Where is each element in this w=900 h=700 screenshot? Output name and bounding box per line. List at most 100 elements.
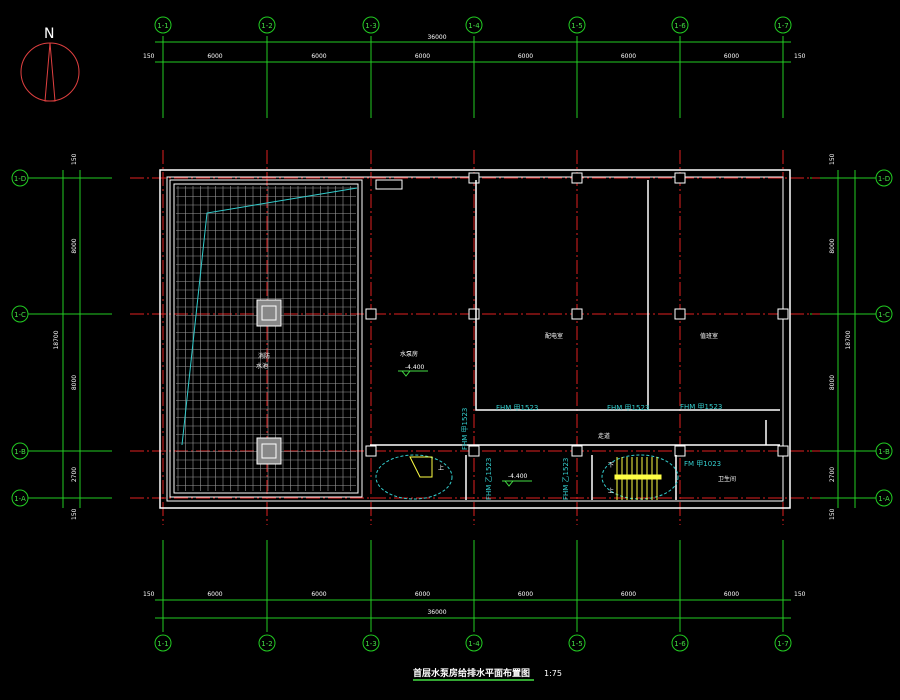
- dim-segment: 6000: [207, 591, 222, 598]
- door-label-3: FHM 甲1523: [680, 403, 722, 411]
- axis-bubble: [258, 16, 276, 34]
- axis-bubble: [875, 489, 893, 507]
- stair-down: 下: [608, 462, 614, 469]
- axis-bubble: [774, 634, 792, 652]
- axis-bubble: [362, 634, 380, 652]
- structural-column: [365, 308, 377, 320]
- structural-column: [571, 172, 583, 184]
- dim-end: 150: [794, 53, 806, 60]
- dim-segment: 8000: [829, 238, 836, 253]
- axis-bubble: [875, 305, 893, 323]
- elevation-2: -4.400: [508, 473, 528, 480]
- axis-label-1-4: 1-4: [468, 640, 480, 648]
- structural-column: [571, 445, 583, 457]
- title-block: 首层水泵房给排水平面布置图 1:75: [413, 667, 562, 681]
- dim-segment: 6000: [415, 53, 430, 60]
- axis-label-1-2: 1-2: [261, 22, 272, 30]
- axis-bubble: [11, 169, 29, 187]
- dim-end: 150: [143, 53, 155, 60]
- dim-total: 18700: [53, 330, 60, 349]
- dim-segment: 2700: [71, 467, 78, 482]
- structural-column: [468, 308, 480, 320]
- dim-segment: 6000: [724, 53, 739, 60]
- axis-bubble: [774, 16, 792, 34]
- room-labels: 消防 水池 水泵房 -4.400 配电室 值班室 走道 卫生间 -4.400 F…: [256, 332, 736, 500]
- dim-segment: 6000: [207, 53, 222, 60]
- axis-bubble: [568, 634, 586, 652]
- axis-label-1-D: 1-D: [14, 175, 26, 183]
- drawing-scale: 1:75: [544, 669, 562, 678]
- axis-label-1-B: 1-B: [14, 448, 26, 456]
- axis-label-1-5: 1-5: [571, 22, 582, 30]
- dim-segment: 6000: [415, 591, 430, 598]
- axis-bubble: [465, 16, 483, 34]
- north-label: N: [44, 26, 54, 42]
- pool-label-2: 水池: [256, 362, 268, 370]
- axis-bubble: [154, 634, 172, 652]
- structural-column: [777, 445, 789, 457]
- dim-segment: 6000: [621, 591, 636, 598]
- structural-column: [365, 445, 377, 457]
- axis-label-1-2: 1-2: [261, 640, 272, 648]
- structural-column: [468, 445, 480, 457]
- dim-end: 150: [794, 591, 806, 598]
- room-label-corridor: 走道: [598, 432, 610, 440]
- axis-bubble: [11, 442, 29, 460]
- door-label-1: FHM 甲1523: [496, 404, 538, 412]
- dim-end: 150: [829, 153, 836, 165]
- dim-segment: 2700: [829, 467, 836, 482]
- axis-label-1-C: 1-C: [14, 311, 26, 319]
- dim-segment: 6000: [518, 53, 533, 60]
- dim-end: 150: [829, 508, 836, 520]
- stair-up-1: 上: [438, 464, 444, 472]
- room-label-toilet: 卫生间: [718, 475, 736, 483]
- axis-label-1-D: 1-D: [878, 175, 890, 183]
- dim-segment: 6000: [311, 53, 326, 60]
- dim-end: 150: [71, 508, 78, 520]
- dim-segment: 6000: [311, 591, 326, 598]
- dim-segment: 8000: [71, 375, 78, 390]
- stair-up-2: 上: [608, 487, 614, 495]
- door-label-7: FM 甲1023: [684, 460, 721, 468]
- axis-bubble: [11, 489, 29, 507]
- axis-label-1-7: 1-7: [777, 640, 788, 648]
- structural-column: [674, 308, 686, 320]
- axis-label-1-C: 1-C: [878, 311, 890, 319]
- door-label-5: FHM 乙1523: [485, 458, 493, 500]
- axis-bubble: [11, 305, 29, 323]
- door-label-4: FHM 甲1523: [461, 408, 469, 450]
- dim-end: 150: [71, 153, 78, 165]
- structural-column: [674, 445, 686, 457]
- axis-bubble: [875, 169, 893, 187]
- elevation-1: -4.400: [405, 364, 425, 371]
- axis-label-1-4: 1-4: [468, 22, 480, 30]
- axis-label-1-3: 1-3: [365, 22, 376, 30]
- building-outline: [159, 169, 791, 509]
- axis-bubble: [568, 16, 586, 34]
- axis-label-1-A: 1-A: [878, 495, 890, 503]
- axis-bubble: [154, 16, 172, 34]
- axis-bubble: [671, 16, 689, 34]
- axis-bubble: [362, 16, 380, 34]
- drawing-title: 首层水泵房给排水平面布置图: [413, 667, 530, 679]
- dim-segment: 6000: [621, 53, 636, 60]
- axis-label-1-5: 1-5: [571, 640, 582, 648]
- axis-bubble: [465, 634, 483, 652]
- door-label-2: FHM 甲1523: [607, 404, 649, 412]
- structural-column: [674, 172, 686, 184]
- dim-total: 36000: [427, 609, 446, 616]
- structural-column: [571, 308, 583, 320]
- room-label-pump: 水泵房: [400, 350, 418, 358]
- axis-label-1-B: 1-B: [878, 448, 890, 456]
- structural-column: [468, 172, 480, 184]
- structural-column: [777, 308, 789, 320]
- dim-total: 36000: [427, 34, 446, 41]
- axis-label-1-7: 1-7: [777, 22, 788, 30]
- dim-segment: 8000: [829, 375, 836, 390]
- pipe-line: [181, 187, 358, 446]
- room-label-b: 值班室: [700, 332, 718, 340]
- axis-label-1-A: 1-A: [14, 495, 26, 503]
- axis-label-1-1: 1-1: [157, 640, 168, 648]
- axis-label-1-6: 1-6: [674, 640, 686, 648]
- axis-bubble: [258, 634, 276, 652]
